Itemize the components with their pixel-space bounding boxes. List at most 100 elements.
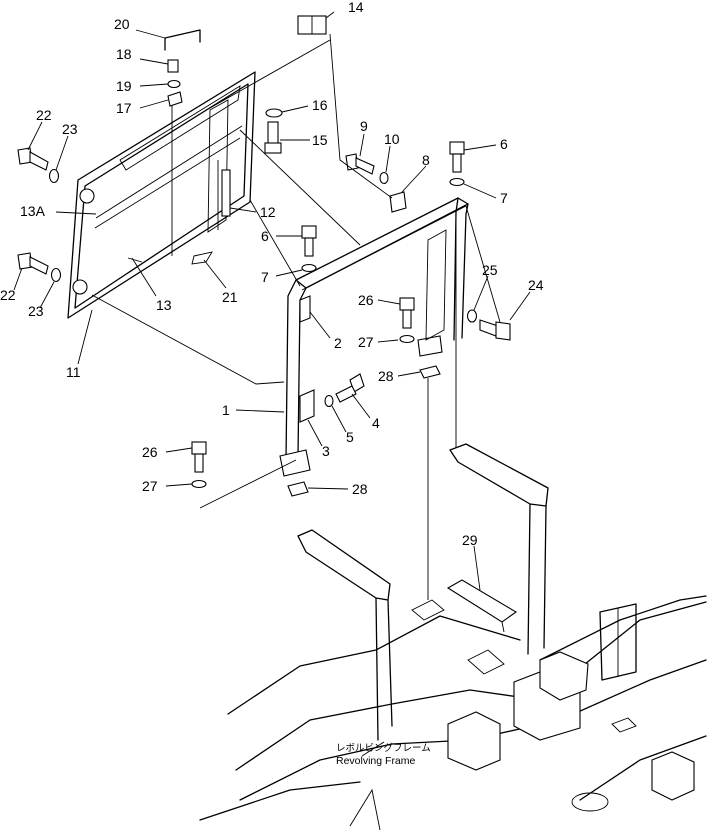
leader-3 (307, 419, 323, 447)
part-26b-shank (194, 453, 204, 473)
callout-22-upper: 22 (36, 107, 52, 123)
callout-8: 8 (422, 152, 430, 168)
lock-rod-assembly (164, 29, 331, 109)
callout-6-middle: 6 (261, 228, 269, 244)
part-10-washer (379, 171, 389, 185)
part-25-washer (466, 309, 478, 323)
rail-bottom-left (199, 781, 361, 821)
callout-26-upper: 26 (358, 292, 374, 308)
hinge-14 (297, 15, 327, 35)
part-29-pad-edge (501, 621, 505, 633)
part-5-washer (324, 394, 334, 408)
part-17-bracket (167, 91, 183, 107)
door-panel-crease-2 (94, 137, 241, 229)
part-22-bolt-upper (17, 147, 49, 171)
leader-19 (139, 83, 169, 87)
door-upper-recess (119, 85, 241, 171)
leader-8 (401, 165, 427, 193)
right-box-frame (599, 603, 637, 681)
frame-bottom-spar (349, 788, 381, 831)
pillar-right-post-b (543, 505, 547, 649)
part-6b-head (301, 225, 317, 239)
leader-17 (139, 99, 169, 109)
callout-23-lower: 23 (28, 303, 44, 319)
callout-26-lower: 26 (142, 444, 158, 460)
frame-caption-english: Revolving Frame (336, 755, 416, 767)
rail-upper-left (227, 615, 521, 715)
frame-top-beam-edge (301, 205, 467, 291)
frame-mount-plate (411, 599, 445, 621)
frame-block-c (539, 651, 589, 701)
part-24-head (495, 321, 511, 341)
callout-4: 4 (372, 415, 380, 431)
leader-27b (165, 483, 193, 487)
leader-1 (235, 409, 285, 413)
door-latch-plate (207, 99, 229, 233)
callout-16: 16 (312, 97, 328, 113)
leader-20 (135, 29, 166, 39)
part-6a-shank (452, 153, 462, 173)
leader-6a (463, 144, 497, 151)
callout-7-upper: 7 (500, 190, 508, 206)
leader-14 (325, 11, 335, 19)
leader-28a (397, 371, 421, 377)
leader-12 (229, 207, 257, 213)
frame-caption-japanese: レボルビングフレーム (336, 742, 431, 754)
callout-15: 15 (312, 132, 328, 148)
part-27-washer-lower (191, 479, 207, 489)
leader-7b (275, 269, 303, 277)
part-6-bolt-middle (301, 225, 317, 257)
part-23-washer-lower (50, 267, 62, 283)
frame-left-post-outer (285, 279, 297, 461)
rail-right-top (539, 595, 707, 661)
leader-21 (203, 259, 227, 289)
part-15-head (264, 142, 282, 154)
rail-middle (235, 601, 707, 771)
callout-11: 11 (66, 364, 81, 380)
leader-13A (55, 211, 97, 215)
callout-12: 12 (260, 204, 276, 220)
beam-to-bolt-24-line (465, 205, 501, 323)
leader-27a (377, 339, 399, 343)
door-hinge-upper (79, 188, 95, 204)
caption-leader (361, 741, 385, 757)
callout-18: 18 (116, 46, 132, 62)
leader-25 (473, 275, 489, 311)
part-7-washer-upper (449, 177, 465, 187)
part-4-shank (335, 385, 357, 403)
part-6-bolt-upper (449, 141, 465, 173)
part-24-shank (479, 319, 499, 337)
callout-9: 9 (360, 118, 368, 134)
callout-21: 21 (222, 289, 238, 305)
part-2-bracket (299, 295, 311, 323)
part-13-pin (127, 257, 143, 263)
frame-right-post-outer (453, 197, 459, 341)
frame-right-post-inner (461, 203, 469, 339)
frame-top-beam (295, 197, 469, 289)
part-26-bolt-upper (399, 297, 415, 329)
part-27-washer-upper (399, 334, 415, 344)
pillar-left-post-b (387, 599, 393, 727)
callout-25: 25 (482, 262, 498, 278)
callout-13: 13 (156, 297, 172, 313)
part-26b-head (191, 441, 207, 455)
frame-lug (611, 717, 637, 733)
callout-24: 24 (528, 277, 544, 293)
hinge-leader-line (329, 33, 393, 199)
part-8-bracket (389, 191, 407, 213)
part-6b-shank (304, 237, 314, 257)
callout-leaders (13, 11, 531, 591)
callout-20: 20 (114, 16, 130, 32)
callout-13A: 13A (20, 203, 46, 219)
door-panel-outline (67, 71, 256, 319)
frame-right-brace (425, 229, 447, 341)
part-22-bolt-lower (17, 252, 49, 275)
part-6a-head (449, 141, 465, 155)
door-panel (67, 71, 256, 319)
callout-labels: 20 14 18 19 17 16 15 22 23 9 10 6 8 7 13… (0, 0, 544, 548)
part-16-washer (265, 108, 283, 118)
leader-18 (139, 58, 169, 65)
frame-right-foot (417, 335, 443, 357)
leader-28b (307, 487, 349, 490)
